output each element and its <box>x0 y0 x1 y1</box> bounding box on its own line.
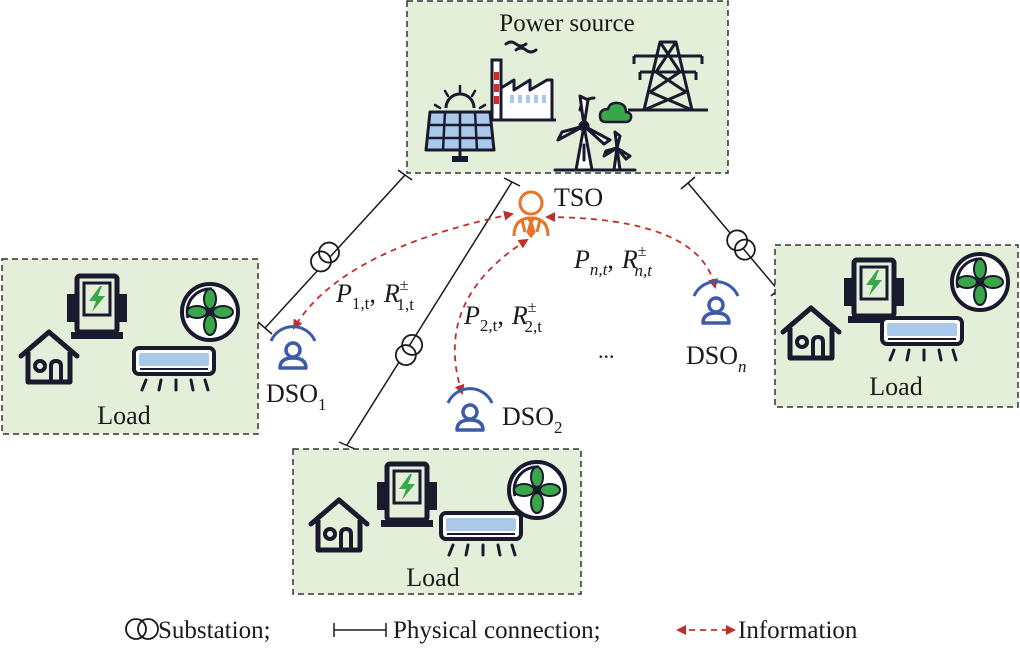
load-label: Load <box>97 401 150 430</box>
substation-icon <box>125 618 159 640</box>
connection-source-load2 <box>346 181 513 446</box>
dso-person-icon <box>269 324 317 370</box>
power-source-label: Power source <box>499 10 634 37</box>
load-box-2: Load <box>292 448 582 595</box>
wind-turbine-icon <box>553 94 637 172</box>
legend: Substation; Physical connection; Informa… <box>125 617 858 644</box>
flow-label-n: Pn,t,R±n,t <box>573 243 653 280</box>
transmission-tower-icon <box>628 40 708 112</box>
load-box-1: Load <box>1 258 259 435</box>
info-arrow-dso1 <box>292 210 514 330</box>
legend-information: Information <box>738 617 858 644</box>
fan-icon <box>507 460 567 520</box>
dso2-label: DSO2 <box>502 402 563 437</box>
info-arrow-dso2 <box>453 238 529 395</box>
ellipsis-label: ... <box>598 338 615 363</box>
flow-label-1: P1,t,R±1,t <box>335 277 414 314</box>
dson-label: DSOn <box>686 341 747 376</box>
cloud-icon <box>598 101 633 124</box>
fan-icon <box>180 282 240 342</box>
tso-label: TSO <box>554 183 603 212</box>
fan-icon <box>950 252 1010 312</box>
substation-icon <box>391 330 427 370</box>
load-label: Load <box>406 563 459 592</box>
power-source-box: Power source <box>406 0 729 174</box>
load-label: Load <box>869 372 922 401</box>
info-arrow-dson <box>545 212 719 289</box>
information-flows <box>292 210 719 395</box>
legend-physical: Physical connection; <box>393 617 601 644</box>
flow-label-2: P2,t,R±2,t <box>463 299 542 336</box>
legend-substation: Substation; <box>158 617 271 644</box>
dso-person-icon <box>446 386 494 432</box>
load-box-n: Load <box>774 244 1019 408</box>
dso-person-icon <box>692 279 740 325</box>
physical-connection-icon <box>333 623 387 637</box>
solar-panel-icon <box>424 84 496 162</box>
substation-icon <box>305 237 345 277</box>
tso-person-icon <box>512 190 550 238</box>
dso1-label: DSO1 <box>266 379 327 414</box>
factory-icon <box>490 40 556 122</box>
